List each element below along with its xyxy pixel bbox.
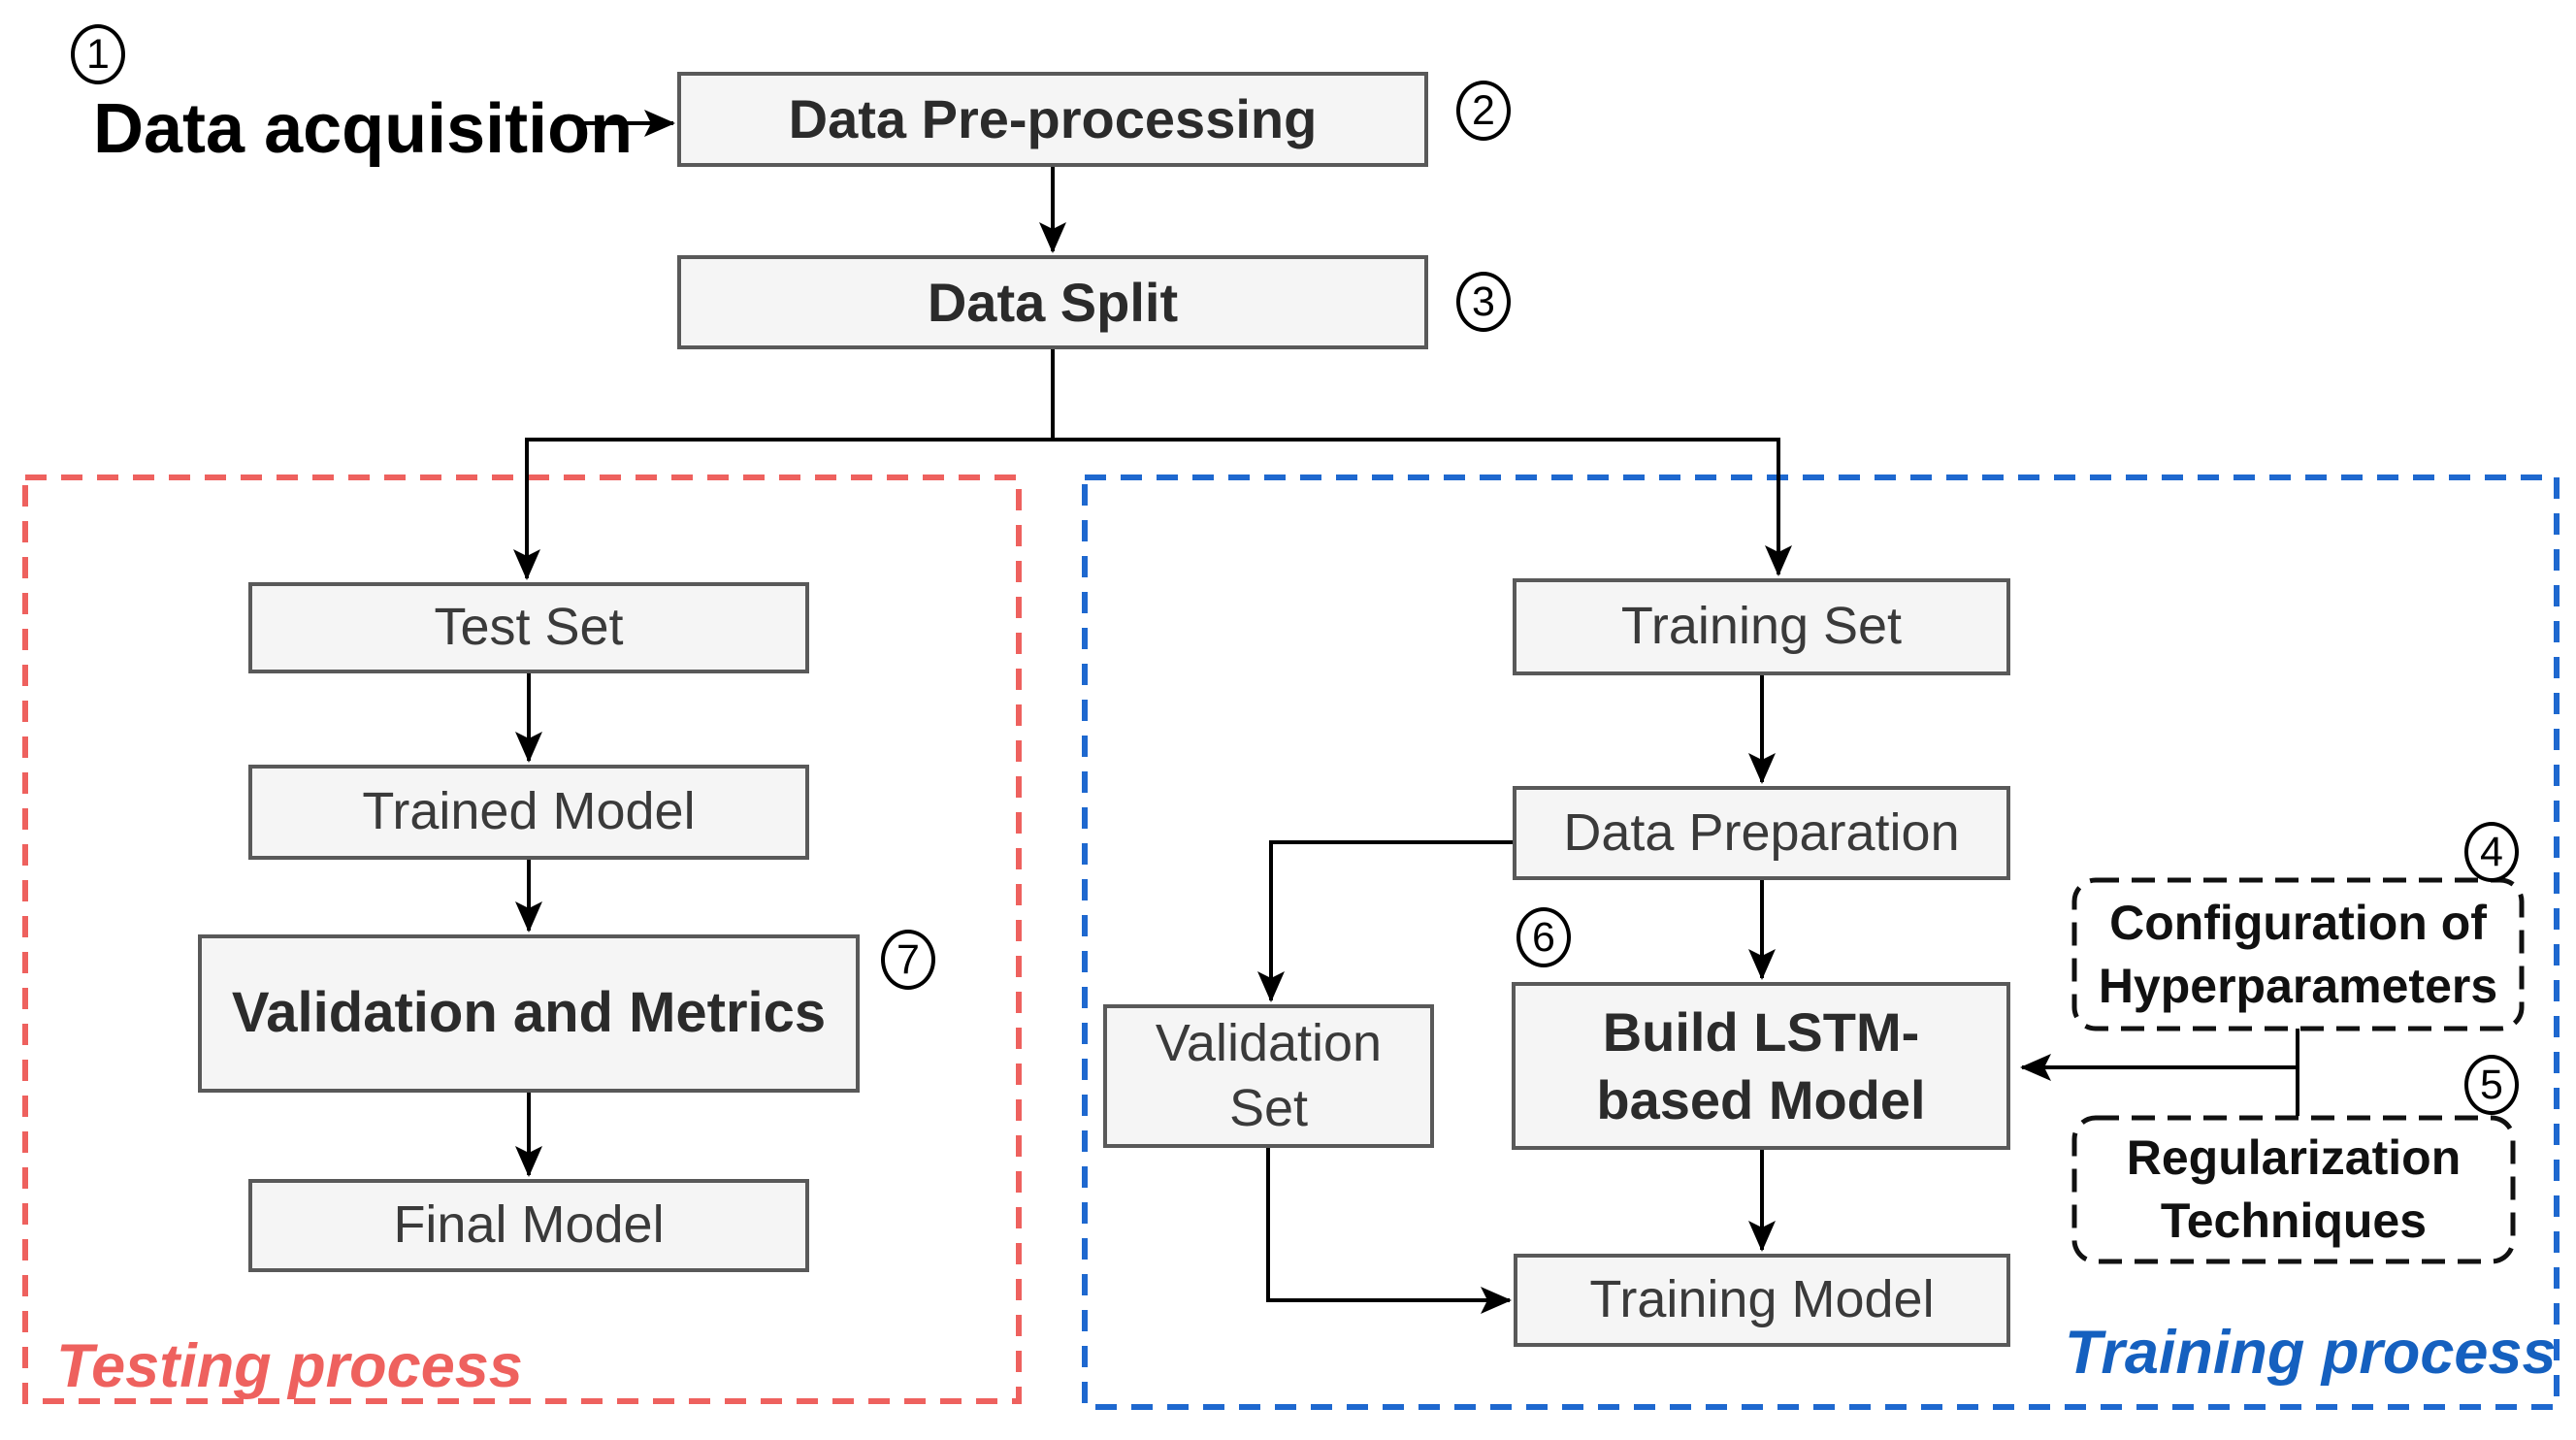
test-set-box: Test Set — [248, 582, 809, 673]
training-set-box: Training Set — [1513, 578, 2010, 675]
training-model-box: Training Model — [1514, 1254, 2010, 1347]
step-4-number: 4 — [2480, 828, 2503, 875]
step-6-badge: 6 — [1516, 907, 1571, 967]
validation-set-line2: Set — [1228, 1079, 1309, 1137]
regularization-line1: Regularization — [2126, 1130, 2462, 1185]
step-7-badge: 7 — [881, 930, 935, 990]
step-2-number: 2 — [1472, 86, 1495, 134]
regularization-label: Regularization Techniques — [2127, 1127, 2461, 1253]
testing-process-region — [22, 475, 1022, 1404]
hyperparameters-label: Configuration of Hyperparameters — [2099, 892, 2497, 1018]
validation-set-label: Validation Set — [1156, 1011, 1382, 1142]
regularization-box: Regularization Techniques — [2074, 1118, 2513, 1261]
hyperparameters-line1: Configuration of — [2109, 895, 2487, 950]
trained-model-box: Trained Model — [248, 765, 809, 860]
build-lstm-line2: based Model — [1596, 1068, 1926, 1130]
data-acquisition-label: Data acquisition — [93, 90, 634, 168]
training-process-title: Training process — [2065, 1319, 2557, 1387]
validation-set-box: Validation Set — [1103, 1004, 1434, 1148]
step-5-number: 5 — [2480, 1061, 2503, 1108]
step-1-number: 1 — [86, 30, 110, 78]
step-7-number: 7 — [897, 935, 920, 983]
validation-and-metrics-box: Validation and Metrics — [198, 934, 860, 1093]
testing-process-title: Testing process — [56, 1332, 523, 1400]
step-3-number: 3 — [1472, 278, 1495, 325]
hyperparameters-line2: Hyperparameters — [2098, 958, 2498, 1013]
training-process-region — [1082, 475, 2560, 1410]
step-1-badge: 1 — [71, 24, 125, 84]
step-2-badge: 2 — [1456, 81, 1511, 141]
data-preparation-box: Data Preparation — [1513, 786, 2010, 880]
final-model-box: Final Model — [248, 1179, 809, 1272]
step-4-badge: 4 — [2464, 822, 2519, 882]
validation-set-line1: Validation — [1155, 1013, 1383, 1072]
step-3-badge: 3 — [1456, 272, 1511, 332]
step-5-badge: 5 — [2464, 1055, 2519, 1115]
step-6-number: 6 — [1532, 913, 1555, 961]
build-lstm-line1: Build LSTM- — [1602, 1000, 1920, 1063]
hyperparameters-box: Configuration of Hyperparameters — [2074, 880, 2522, 1029]
build-lstm-model-box: Build LSTM- based Model — [1512, 982, 2010, 1150]
connector-data-prep-to-validation-set — [1257, 840, 1513, 1002]
hyperparameters-box-outline — [2071, 877, 2525, 1031]
connector-validation-set-to-training-model — [1266, 1148, 1512, 1314]
build-lstm-model-label: Build LSTM- based Model — [1596, 998, 1925, 1134]
data-preprocessing-box: Data Pre-processing — [677, 72, 1428, 167]
regularization-box-outline — [2071, 1115, 2516, 1264]
regularization-line2: Techniques — [2160, 1194, 2428, 1248]
data-split-box: Data Split — [677, 255, 1428, 349]
